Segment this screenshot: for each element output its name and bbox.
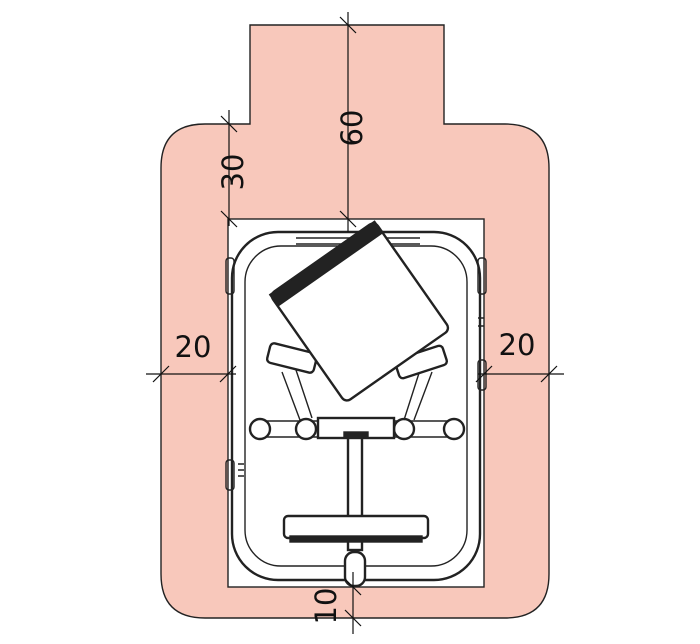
right-marks — [478, 317, 484, 327]
dim-label-left: 20 — [175, 330, 212, 364]
right-pivot — [392, 417, 416, 441]
right-wheel — [442, 417, 466, 441]
footrest-base — [289, 535, 423, 543]
dim-label-top-left: 30 — [216, 154, 250, 191]
equipment-drawing — [225, 220, 487, 588]
seat-back — [268, 220, 450, 402]
left-arm — [281, 369, 313, 421]
left-wheel — [248, 417, 272, 441]
dimension-lines — [146, 12, 564, 634]
footrest — [282, 514, 430, 540]
dim-label-top: 60 — [335, 110, 369, 147]
left-bumper-top — [225, 257, 235, 295]
front-castor — [343, 550, 367, 588]
dim-label-right: 20 — [499, 328, 536, 362]
left-arm-pad — [265, 342, 319, 374]
right-bumper-bottom — [477, 359, 487, 391]
dim-label-bottom: 10 — [309, 588, 343, 625]
right-arm — [403, 369, 433, 421]
right-bumper-top — [477, 257, 487, 295]
left-bumper-bottom — [225, 459, 235, 491]
left-marks — [238, 463, 244, 477]
left-pivot — [294, 417, 318, 441]
